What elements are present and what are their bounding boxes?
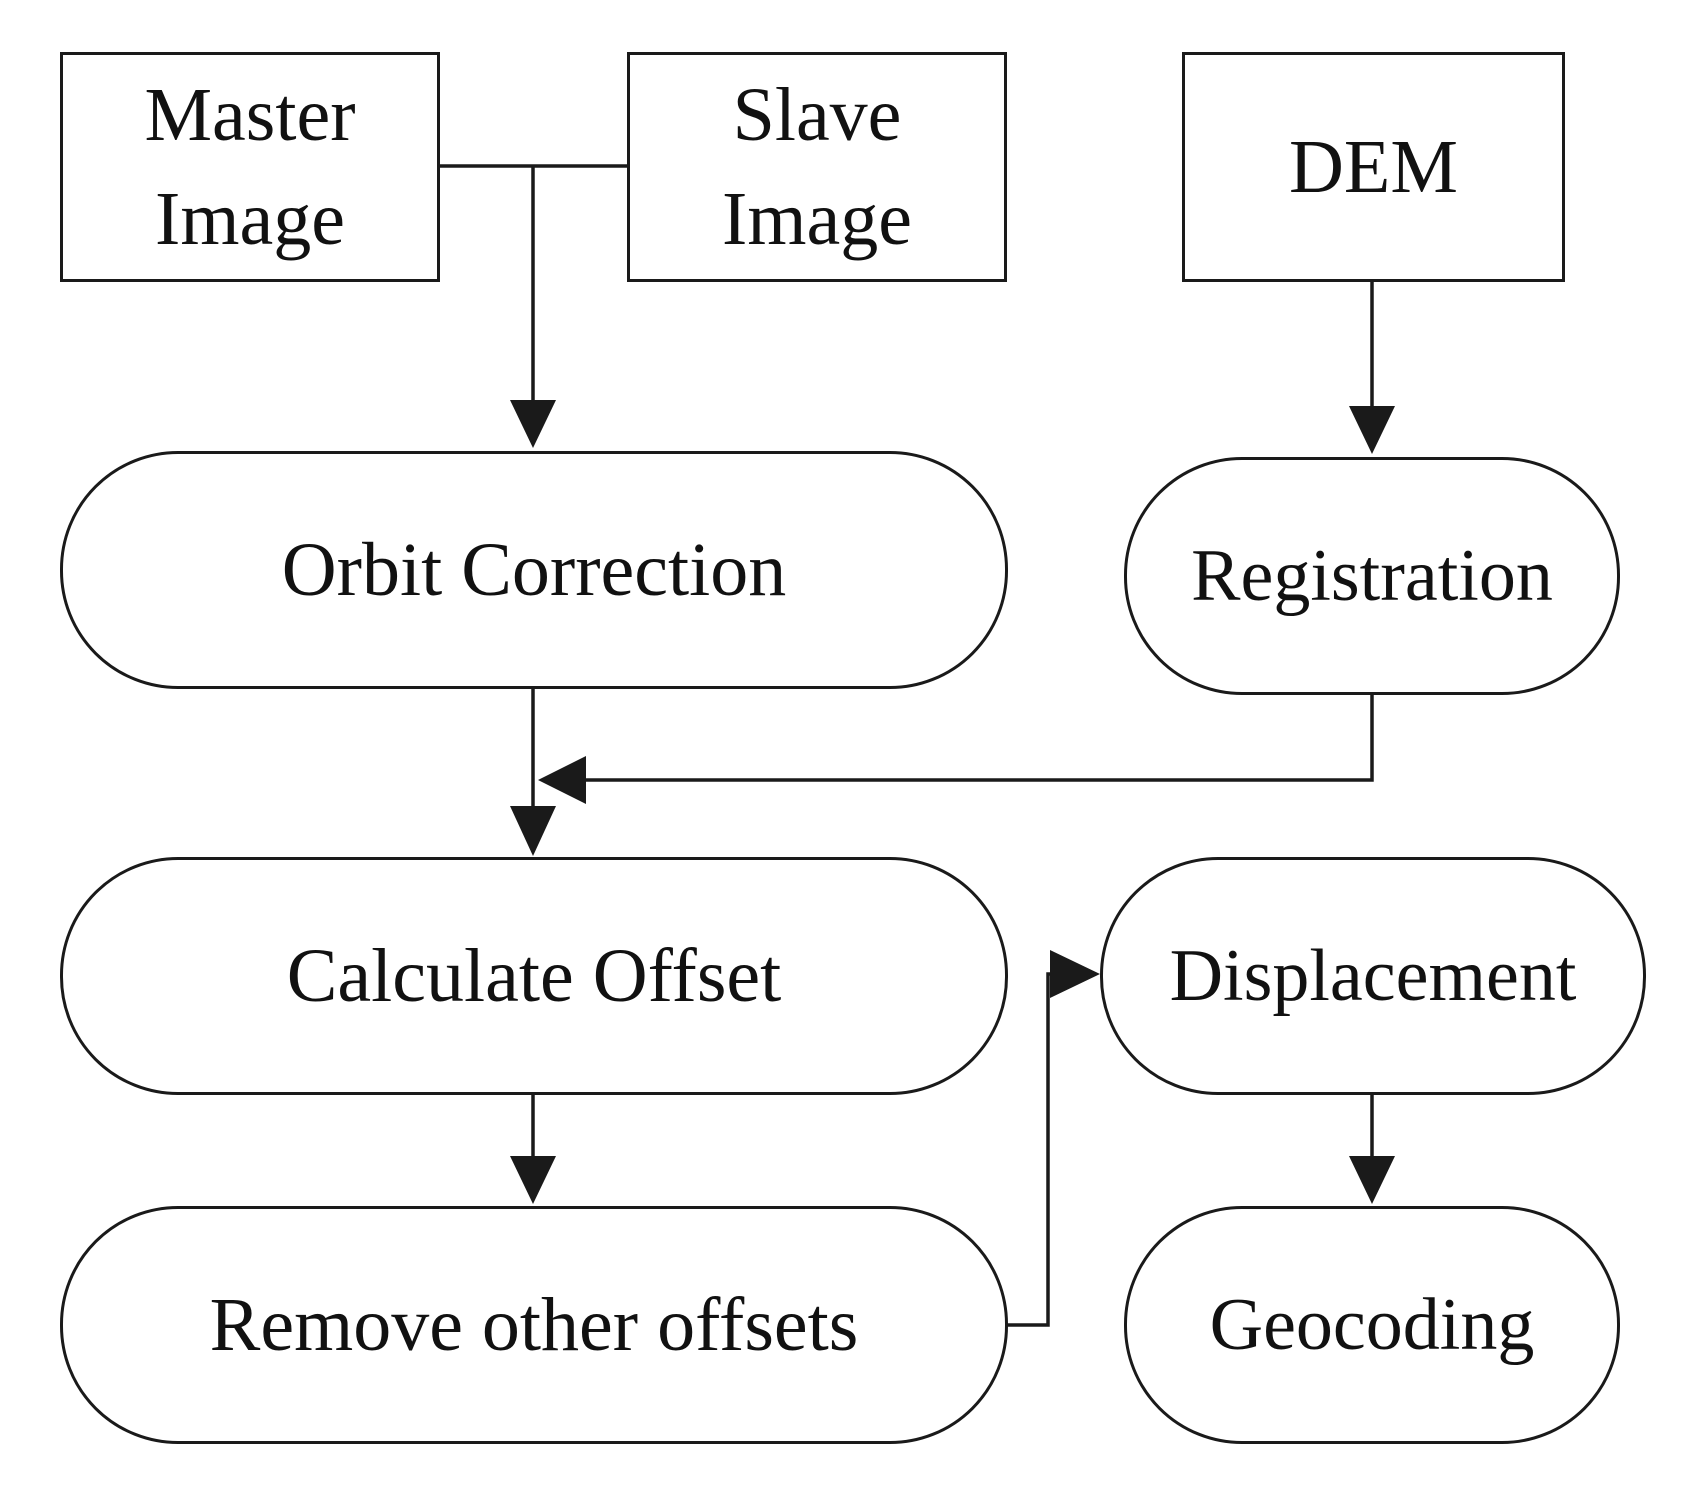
master-image-node: Master Image: [60, 52, 440, 282]
edge-remove-to-displacement: [1005, 972, 1055, 1327]
arrowhead-registration: [1349, 406, 1395, 454]
arrowhead-orbit-correction: [510, 400, 556, 448]
geocoding-node: Geocoding: [1124, 1206, 1620, 1444]
arrowhead-calculate-offset: [510, 806, 556, 856]
orbit-correction-node: Orbit Correction: [60, 451, 1008, 689]
calculate-offset-node: Calculate Offset: [60, 857, 1008, 1095]
orbit-correction-label: Orbit Correction: [281, 527, 787, 612]
geocoding-label: Geocoding: [1209, 1283, 1535, 1366]
slave-image-node: Slave Image: [627, 52, 1007, 282]
arrowhead-displacement: [1050, 950, 1100, 998]
arrowhead-remove-other-offsets: [510, 1156, 556, 1204]
arrowhead-registration-merge: [538, 756, 586, 804]
remove-other-offsets-node: Remove other offsets: [60, 1206, 1008, 1444]
displacement-node: Displacement: [1100, 857, 1646, 1095]
dem-node: DEM: [1182, 52, 1565, 282]
arrowhead-geocoding: [1349, 1156, 1395, 1204]
slave-image-label-line1: Slave: [732, 73, 902, 157]
registration-node: Registration: [1124, 457, 1620, 695]
edge-registration-to-calculate-offset: [582, 694, 1374, 782]
remove-other-offsets-label: Remove other offsets: [209, 1282, 859, 1367]
registration-label: Registration: [1191, 534, 1553, 617]
dem-label: DEM: [1289, 125, 1458, 209]
master-image-label-line2: Image: [155, 177, 345, 261]
master-image-label-line1: Master: [144, 73, 356, 157]
calculate-offset-label: Calculate Offset: [286, 933, 782, 1018]
slave-image-label-line2: Image: [722, 177, 912, 261]
displacement-label: Displacement: [1169, 934, 1577, 1017]
